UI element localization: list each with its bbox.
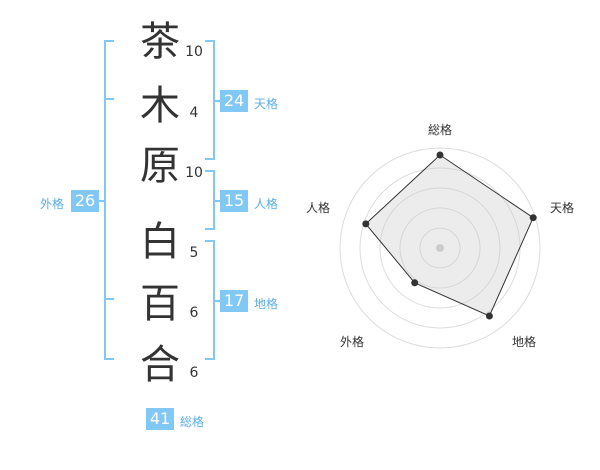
jinkaku-bracket-top: [205, 170, 215, 172]
radar-point-chikaku: [485, 312, 493, 320]
tenkaku-bracket-bottom: [205, 158, 215, 160]
radar-label-tenkaku: 天格: [550, 200, 574, 215]
stroke-count-2: 4: [189, 105, 199, 121]
radar-grid-ring-5: [419, 227, 461, 269]
chikaku-bracket-connector: [213, 300, 221, 302]
radar-point-jinkaku: [362, 220, 370, 228]
gaikaku-value-badge: 26: [71, 190, 99, 212]
radar-grid-ring-3: [379, 187, 501, 309]
chikaku-bracket-bottom: [205, 358, 215, 360]
radar-grid-ring-4: [399, 207, 481, 289]
soukaku-value-badge: 41: [146, 408, 174, 430]
tenkaku-label: 天格: [254, 97, 279, 111]
radar-grid-ring-1: [339, 147, 541, 349]
tenkaku-value-badge: 24: [220, 90, 248, 112]
chikaku-value-badge: 17: [220, 290, 248, 312]
radar-label-gaikaku: 外格: [340, 334, 364, 349]
stroke-count-4: 5: [189, 245, 199, 261]
tenkaku-bracket-top: [205, 40, 215, 42]
jinkaku-label: 人格: [254, 197, 279, 211]
name-char-3: 原: [140, 143, 180, 189]
stroke-count-1: 10: [185, 44, 203, 60]
radar-point-soukaku: [436, 151, 444, 159]
gaikaku-bracket-tick-2: [104, 298, 114, 300]
jinkaku-bracket-bottom: [205, 228, 215, 230]
stroke-count-6: 6: [189, 365, 199, 381]
radar-label-chikaku: 地格: [512, 334, 536, 349]
radar-label-jinkaku: 人格: [306, 200, 330, 215]
stroke-count-3: 10: [185, 165, 203, 181]
gaikaku-bracket-bottom: [104, 358, 114, 360]
soukaku-label: 総格: [180, 415, 205, 429]
jinkaku-value-badge: 15: [220, 190, 248, 212]
gaikaku-bracket-tick-1: [104, 98, 114, 100]
gaikaku-bracket-top: [104, 40, 114, 42]
name-char-6: 合: [140, 342, 180, 388]
radar-center-dot: [436, 244, 444, 252]
name-char-2: 木: [140, 83, 180, 129]
chikaku-label: 地格: [254, 297, 279, 311]
name-char-4: 白: [140, 219, 180, 265]
stroke-count-5: 6: [189, 305, 199, 321]
radar-label-soukaku: 総格: [428, 122, 452, 137]
radar-point-tenkaku: [529, 214, 537, 222]
tenkaku-bracket-connector: [213, 100, 221, 102]
radar-area: [365, 154, 534, 317]
name-char-1: 茶: [140, 19, 180, 65]
chikaku-bracket-top: [205, 240, 215, 242]
jinkaku-bracket-connector: [213, 200, 221, 202]
gaikaku-label: 外格: [40, 197, 65, 211]
name-char-5: 百: [140, 281, 180, 327]
gaikaku-bracket-connector: [98, 200, 106, 202]
radar-point-gaikaku: [411, 279, 419, 287]
